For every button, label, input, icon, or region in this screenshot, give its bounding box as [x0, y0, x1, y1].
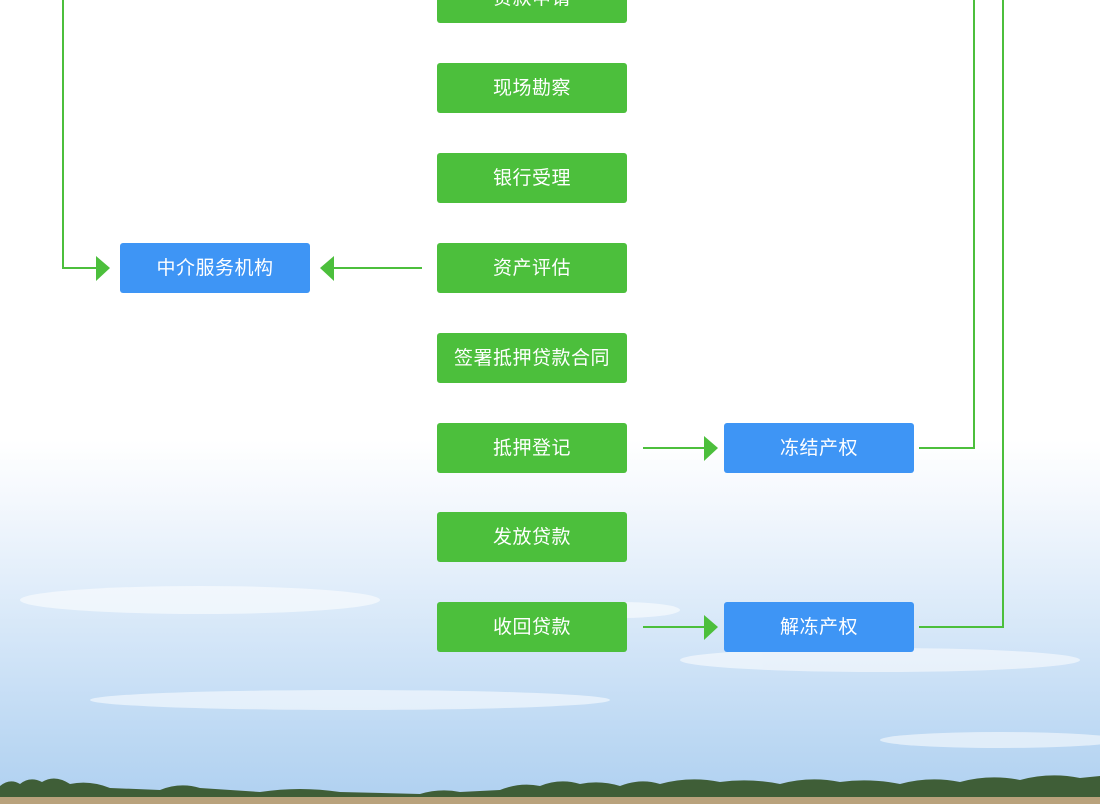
step-asset-appraisal: 资产评估	[437, 243, 627, 293]
arrowhead-right-unfreeze	[704, 615, 718, 640]
arrowhead-right-freeze	[704, 436, 718, 461]
step-issue-loan: 发放贷款	[437, 512, 627, 562]
step-bank-acceptance: 银行受理	[437, 153, 627, 203]
step-loan-application: 贷款申请	[437, 0, 627, 23]
node-agency: 中介服务机构	[120, 243, 310, 293]
step-sign-contract: 签署抵押贷款合同	[437, 333, 627, 383]
treeline-ground	[0, 775, 1100, 804]
connector-freeze-to-top	[919, 0, 975, 449]
step-recover-loan: 收回贷款	[437, 602, 627, 652]
connector-top-to-agency	[62, 0, 98, 269]
arrowhead-left-agency	[320, 256, 334, 281]
node-unfreeze-property: 解冻产权	[724, 602, 914, 652]
step-site-survey: 现场勘察	[437, 63, 627, 113]
node-freeze-property: 冻结产权	[724, 423, 914, 473]
arrowhead-right-agency	[96, 256, 110, 281]
connector-unfreeze-to-top	[919, 0, 1004, 628]
step-mortgage-registration: 抵押登记	[437, 423, 627, 473]
